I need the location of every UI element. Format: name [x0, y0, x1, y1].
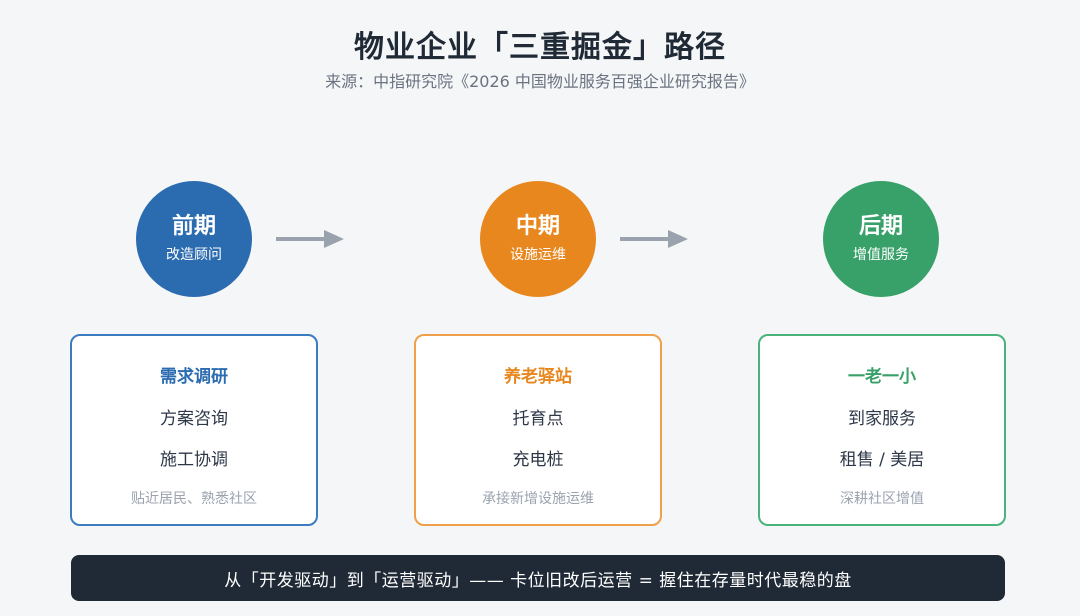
card-late-item: 到家服务 — [848, 409, 916, 429]
arrow-right-icon — [620, 230, 688, 248]
arrow-right-icon — [276, 230, 344, 248]
source-note: 来源：中指研究院《2026 中国物业服务百强企业研究报告》 — [325, 72, 755, 91]
card-late-item: 租售 / 美居 — [839, 450, 925, 470]
stage-late-sub: 增值服务 — [853, 247, 909, 263]
stage-early-circle: 前期 改造顾问 — [136, 181, 252, 297]
card-early: 需求调研 方案咨询 施工协调 贴近居民、熟悉社区 — [70, 334, 318, 526]
stage-early-name: 前期 — [171, 214, 216, 239]
card-early-item: 方案咨询 — [160, 409, 228, 429]
card-late-note: 深耕社区增值 — [840, 491, 924, 507]
stage-middle-name: 中期 — [515, 214, 560, 239]
stage-late-name: 后期 — [858, 214, 903, 239]
card-middle-item: 托育点 — [512, 409, 564, 429]
card-late: 一老一小 到家服务 租售 / 美居 深耕社区增值 — [758, 334, 1006, 526]
card-early-heading: 需求调研 — [160, 367, 228, 387]
stage-early-sub: 改造顾问 — [166, 247, 222, 263]
card-middle-heading: 养老驿站 — [504, 367, 572, 387]
stage-late-circle: 后期 增值服务 — [823, 181, 939, 297]
card-middle: 养老驿站 托育点 充电桩 承接新增设施运维 — [414, 334, 662, 526]
card-early-note: 贴近居民、熟悉社区 — [131, 491, 257, 507]
card-middle-item: 充电桩 — [512, 450, 564, 470]
card-late-heading: 一老一小 — [848, 367, 916, 387]
summary-banner: 从「开发驱动」到「运营驱动」—— 卡位旧改后运营 = 握住在存量时代最稳的盘 — [71, 555, 1005, 601]
card-early-item: 施工协调 — [160, 450, 228, 470]
stage-middle-circle: 中期 设施运维 — [480, 181, 596, 297]
diagram-title: 物业企业「三重掘金」路径 — [354, 30, 726, 65]
card-middle-note: 承接新增设施运维 — [482, 491, 594, 507]
stage-middle-sub: 设施运维 — [510, 247, 566, 263]
